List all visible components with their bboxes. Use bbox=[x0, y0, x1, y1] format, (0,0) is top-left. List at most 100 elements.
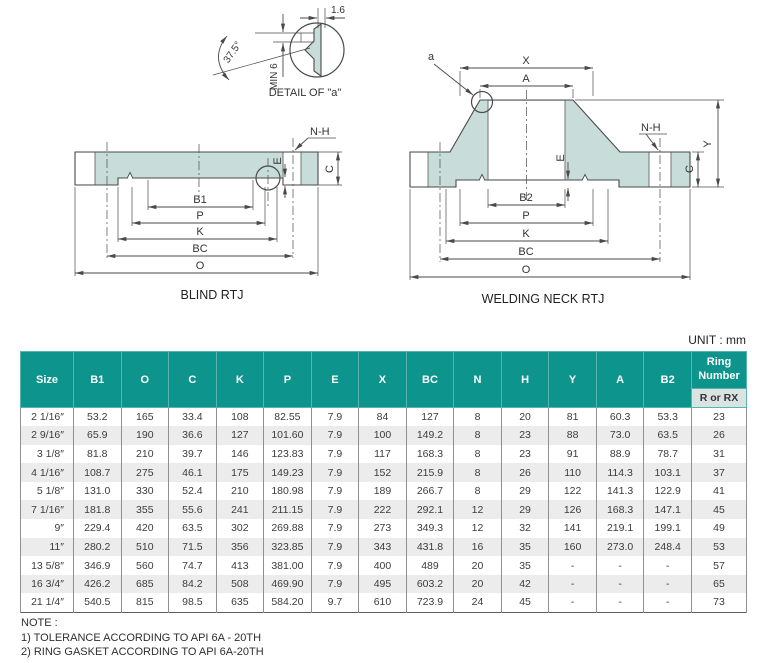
detail-geometry bbox=[212, 8, 345, 81]
size-cell: 7 1/16″ bbox=[20, 500, 74, 520]
value-cell: 508 bbox=[215, 574, 265, 594]
value-cell: - bbox=[548, 593, 597, 613]
blind-p-label: P bbox=[196, 210, 203, 222]
value-cell: 420 bbox=[120, 519, 170, 538]
col-header-b2: B2 bbox=[643, 351, 692, 408]
value-cell: 413 bbox=[215, 556, 265, 575]
value-cell: 122.9 bbox=[643, 481, 692, 501]
value-cell: 82.55 bbox=[263, 407, 312, 427]
size-cell: 21 1/4″ bbox=[20, 593, 74, 613]
size-cell: 2 9/16″ bbox=[20, 426, 74, 445]
value-cell: 141 bbox=[548, 519, 597, 538]
value-cell: 29 bbox=[500, 481, 550, 501]
size-cell: 5 1/8″ bbox=[20, 481, 74, 501]
value-cell: 108.7 bbox=[73, 463, 122, 482]
value-cell: 280.2 bbox=[73, 537, 122, 557]
value-cell: 7.9 bbox=[310, 519, 360, 538]
value-cell: 16 bbox=[453, 537, 502, 557]
value-cell: 26 bbox=[500, 463, 550, 482]
weld-o-label: O bbox=[522, 264, 531, 276]
value-cell: 273.0 bbox=[595, 537, 645, 557]
value-cell: 815 bbox=[120, 593, 170, 613]
value-cell: - bbox=[595, 593, 645, 613]
value-cell: 431.8 bbox=[405, 537, 455, 557]
value-cell: 49 bbox=[691, 519, 747, 538]
value-cell: 349.3 bbox=[405, 519, 455, 538]
value-cell: 35 bbox=[500, 556, 550, 575]
value-cell: 122 bbox=[548, 481, 597, 501]
value-cell: 78.7 bbox=[643, 444, 692, 464]
size-cell: 11″ bbox=[20, 537, 74, 557]
value-cell: 127 bbox=[405, 407, 455, 427]
value-cell: 152 bbox=[358, 463, 407, 482]
col-header-b1: B1 bbox=[73, 351, 122, 408]
value-cell: 149.2 bbox=[405, 426, 455, 445]
value-cell: 41 bbox=[691, 481, 747, 501]
value-cell: - bbox=[643, 574, 692, 594]
blind-geometry bbox=[74, 137, 342, 276]
value-cell: 88 bbox=[548, 426, 597, 445]
note-title: NOTE : bbox=[21, 617, 58, 629]
value-cell: 149.23 bbox=[263, 463, 312, 482]
value-cell: 160 bbox=[548, 537, 597, 557]
value-cell: 210 bbox=[215, 481, 265, 501]
detail-title: DETAIL OF "a" bbox=[269, 87, 342, 99]
value-cell: 123.83 bbox=[263, 444, 312, 464]
value-cell: 8 bbox=[453, 463, 502, 482]
value-cell: 32 bbox=[500, 519, 550, 538]
value-cell: 241 bbox=[215, 500, 265, 520]
blind-bc-label: BC bbox=[192, 243, 207, 255]
value-cell: 8 bbox=[453, 481, 502, 501]
value-cell: 540.5 bbox=[73, 593, 122, 613]
value-cell: 7.9 bbox=[310, 407, 360, 427]
col-header-p: P bbox=[263, 351, 312, 408]
value-cell: 100 bbox=[358, 426, 407, 445]
value-cell: 31 bbox=[691, 444, 747, 464]
value-cell: 131.0 bbox=[73, 481, 122, 501]
value-cell: 273 bbox=[358, 519, 407, 538]
value-cell: 181.8 bbox=[73, 500, 122, 520]
unit-label: UNIT : mm bbox=[688, 333, 746, 347]
value-cell: 114.3 bbox=[595, 463, 645, 482]
value-cell: 266.7 bbox=[405, 481, 455, 501]
col-header-bc: BC bbox=[405, 351, 455, 408]
value-cell: 81.8 bbox=[73, 444, 122, 464]
col-header-k: K bbox=[215, 351, 265, 408]
value-cell: 91 bbox=[548, 444, 597, 464]
value-cell: 53 bbox=[691, 537, 747, 557]
value-cell: 7.9 bbox=[310, 556, 360, 575]
ring-subheader: R or RX bbox=[691, 388, 747, 408]
value-cell: 37 bbox=[691, 463, 747, 482]
weld-a-dim-label: A bbox=[522, 73, 530, 85]
value-cell: 323.85 bbox=[263, 537, 312, 557]
value-cell: 23 bbox=[500, 444, 550, 464]
note-block: NOTE : 1) TOLERANCE ACCORDING TO API 6A … bbox=[21, 616, 264, 660]
value-cell: 346.9 bbox=[73, 556, 122, 575]
col-header-y: Y bbox=[548, 351, 597, 408]
weld-e-label: E bbox=[555, 154, 567, 161]
value-cell: 584.20 bbox=[263, 593, 312, 613]
weld-c-label: C bbox=[684, 165, 696, 173]
value-cell: - bbox=[595, 574, 645, 594]
value-cell: 330 bbox=[120, 481, 170, 501]
value-cell: 356 bbox=[215, 537, 265, 557]
value-cell: 63.5 bbox=[168, 519, 217, 538]
value-cell: 175 bbox=[215, 463, 265, 482]
value-cell: 168.3 bbox=[595, 500, 645, 520]
value-cell: 211.15 bbox=[263, 500, 312, 520]
value-cell: 146 bbox=[215, 444, 265, 464]
value-cell: 343 bbox=[358, 537, 407, 557]
value-cell: 29 bbox=[500, 500, 550, 520]
value-cell: 210 bbox=[120, 444, 170, 464]
value-cell: 20 bbox=[453, 556, 502, 575]
value-cell: 426.2 bbox=[73, 574, 122, 594]
weld-bc-label: BC bbox=[518, 246, 533, 258]
weldneck-title: WELDING NECK RTJ bbox=[482, 292, 605, 306]
value-cell: 8 bbox=[453, 444, 502, 464]
weld-b2-label: B2 bbox=[519, 192, 532, 204]
value-cell: 127 bbox=[215, 426, 265, 445]
value-cell: 495 bbox=[358, 574, 407, 594]
